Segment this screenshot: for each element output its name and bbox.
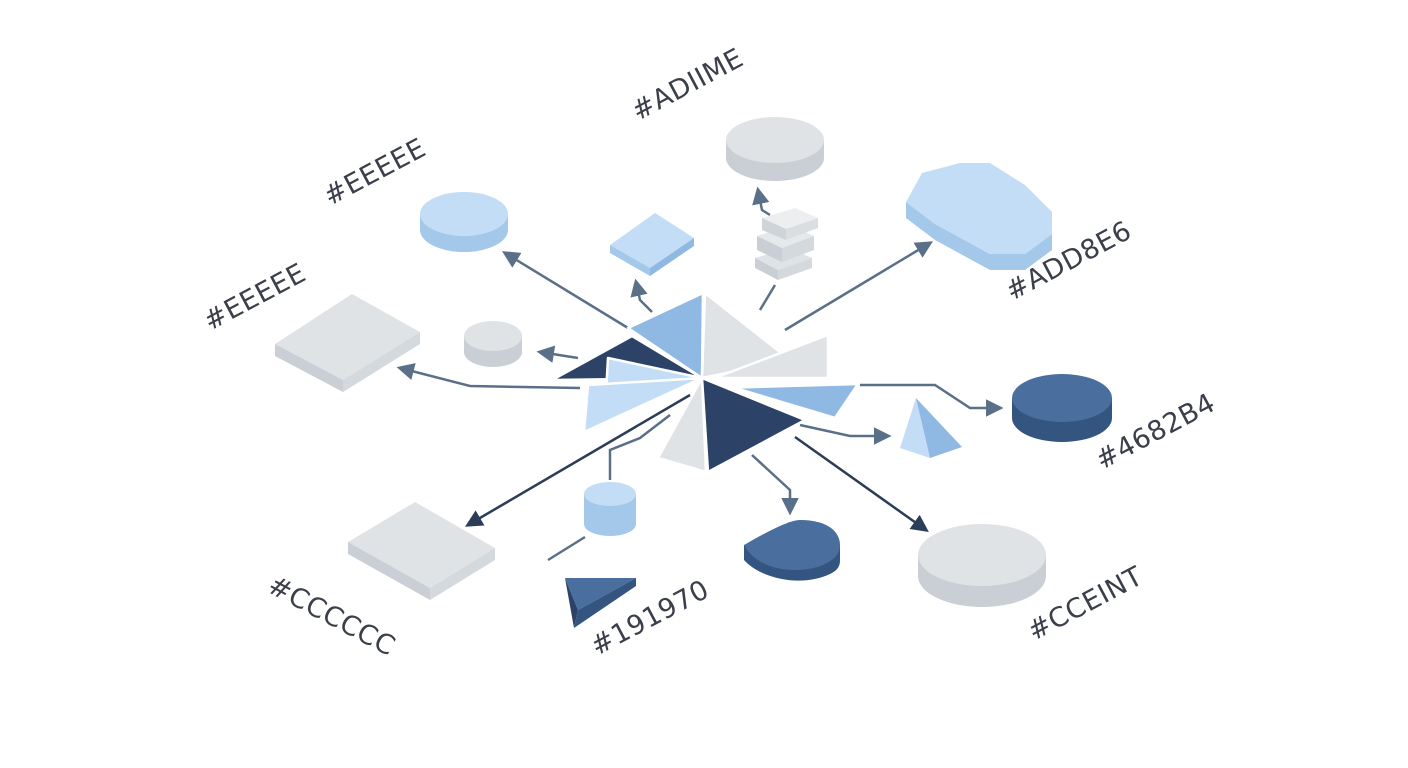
arrow-to-small-blue-block [630,278,653,313]
connector-arrows [396,186,1004,562]
arrow-to-pyramid [799,423,892,445]
hub-segment [582,376,704,434]
arrow-to-lower-right-disc [794,435,929,533]
arrow-to-left-slab [396,363,581,390]
arrow-to-teardrop [751,454,799,516]
lower-right-gray-disc [918,524,1046,607]
arrow-to-top-disc [752,186,771,217]
top-gray-disc [726,117,824,181]
light-blue-cylinder [584,482,636,536]
arrow-to-cylinder [608,414,671,480]
light-blue-pyramid [900,398,962,458]
steel-blue-teardrop [744,520,840,581]
arrow-to-wedge [547,535,586,562]
left-gray-slab [275,294,420,392]
small-gray-disc [464,321,522,367]
navy-disc [1012,374,1112,442]
arrow-to-navy-disc [860,383,1004,417]
navy-wedge [565,578,636,628]
stacked-blocks [755,208,818,280]
central-hub [550,291,860,474]
octagon-slab [906,163,1052,270]
hub-segment [700,333,830,380]
light-blue-disc [420,192,508,252]
arrow-to-octagon [784,241,934,332]
lower-left-gray-slab [348,502,495,600]
small-blue-block [610,213,694,276]
arrow-from-stack [758,284,777,311]
arrow-to-lower-left-slab [464,393,691,527]
arrow-to-upper-left-disc [502,251,629,330]
hub-segment [656,376,708,474]
arrow-to-small-disc [536,345,579,363]
